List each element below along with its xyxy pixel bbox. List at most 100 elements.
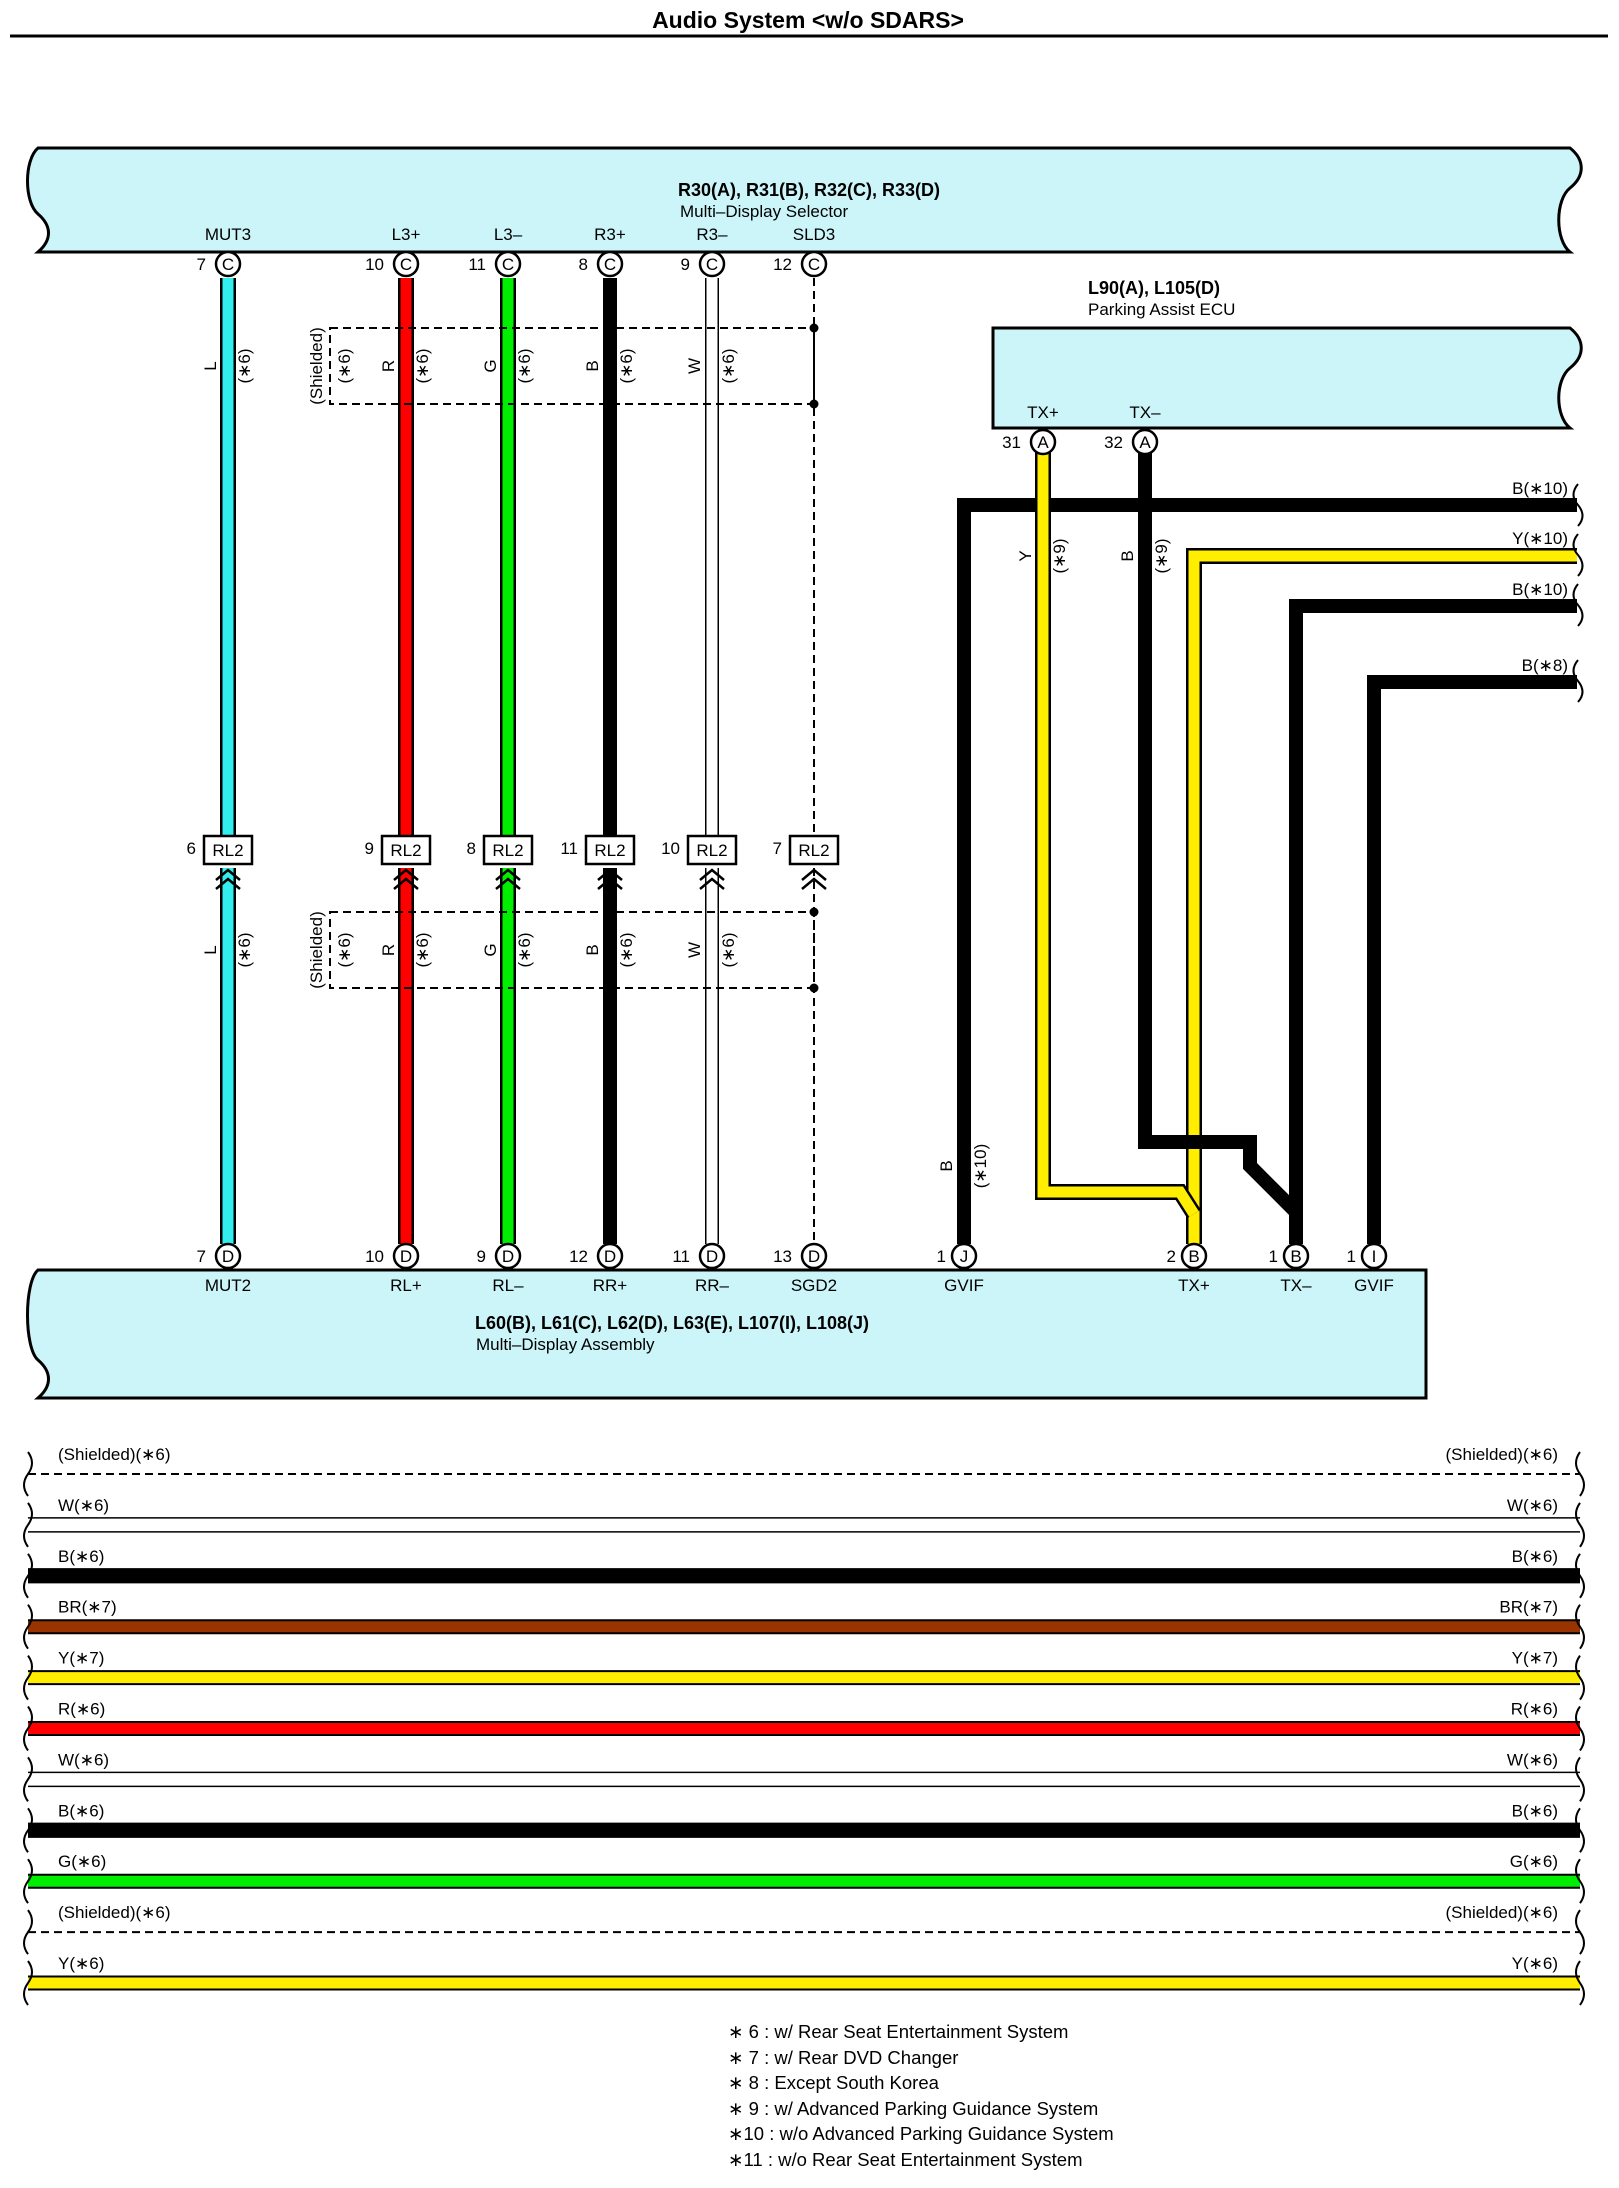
bottom-wire-7: W(∗6) W(∗6) bbox=[23, 1750, 1585, 1802]
bottom-wire-8: B(∗6) B(∗6) bbox=[23, 1801, 1585, 1853]
pin-label-r3-plus: R3+ bbox=[594, 225, 626, 244]
bottom-wire-9: G(∗6)G(∗6) bbox=[23, 1852, 1585, 1904]
pin-num: 9 bbox=[477, 1247, 486, 1266]
note-w-lower: (∗6) bbox=[719, 932, 738, 967]
pin-num: 7 bbox=[197, 255, 206, 274]
break-mark-left bbox=[23, 1451, 33, 1497]
bottom-wire-3: B(∗6)B(∗6) bbox=[23, 1547, 1585, 1599]
label-y-ecu: Y bbox=[1016, 550, 1035, 561]
pin-num: 13 bbox=[773, 1247, 792, 1266]
pin-num: 1 bbox=[1269, 1247, 1278, 1266]
pin-conn: I bbox=[1372, 1247, 1377, 1266]
wire-label-right: (Shielded)(∗6) bbox=[1445, 1903, 1558, 1922]
wire-label-left: B(∗6) bbox=[58, 1801, 104, 1820]
pin-label-tx-plus: TX+ bbox=[1178, 1276, 1210, 1295]
break-mark-right bbox=[1575, 1858, 1585, 1904]
pin-label-mut2: MUT2 bbox=[205, 1276, 251, 1295]
note-r-upper: (∗6) bbox=[413, 348, 432, 383]
note-b-ecu: (∗9) bbox=[1152, 538, 1171, 573]
wire-label-left: G(∗6) bbox=[58, 1852, 106, 1871]
pin-conn: B bbox=[1188, 1247, 1199, 1266]
break-mark-left bbox=[23, 1553, 33, 1599]
wire-label-left: (Shielded)(∗6) bbox=[58, 1903, 171, 1922]
break-mark-left bbox=[23, 1655, 33, 1701]
wire-label-right: W(∗6) bbox=[1507, 1750, 1558, 1769]
break-mark-right bbox=[1575, 1960, 1585, 2006]
parking-assist-ecu: L90(A), L105(D) Parking Assist ECU TX+ T… bbox=[991, 278, 1583, 430]
bottom-wire-list: (Shielded)(∗6)(Shielded)(∗6)W(∗6)W(∗6)B(… bbox=[23, 1445, 1585, 2006]
pin-num: 7 bbox=[197, 1247, 206, 1266]
footnote-9: ∗ 9 : w/ Advanced Parking Guidance Syste… bbox=[728, 2098, 1098, 2119]
pin-label-rl-plus: RL+ bbox=[390, 1276, 422, 1295]
right-wires: Y (∗9) B (∗9) B (∗10) B(∗10) Y(∗10) B(∗1… bbox=[937, 452, 1584, 1244]
junction-num: 9 bbox=[365, 839, 374, 858]
label-r-upper: R bbox=[379, 360, 398, 372]
break-mark-right bbox=[1575, 1604, 1585, 1650]
break-mark-left bbox=[23, 1756, 33, 1802]
label-l-upper: L bbox=[201, 361, 220, 370]
break-mark-left bbox=[23, 1909, 33, 1955]
label-b-lower: B bbox=[583, 944, 602, 955]
selector-pins: 7 C 10 C 11 C 8 C 9 C 12 C bbox=[197, 250, 828, 278]
pin-num: 10 bbox=[365, 255, 384, 274]
wire-ecu-txplus bbox=[1037, 452, 1199, 1217]
bottom-wire-5: Y(∗7)Y(∗7) bbox=[23, 1649, 1585, 1701]
label-b-gvif: B bbox=[937, 1160, 956, 1171]
wire-label-right: W(∗6) bbox=[1507, 1496, 1558, 1515]
pin-conn: J bbox=[960, 1247, 969, 1266]
wire-b8-gvif-i bbox=[1367, 675, 1577, 1244]
junction-rl2-6: 6 RL2 bbox=[187, 834, 254, 890]
label-g-lower: G bbox=[481, 943, 500, 956]
wire-label-right: B(∗6) bbox=[1512, 1801, 1558, 1820]
footnote-10: ∗10 : w/o Advanced Parking Guidance Syst… bbox=[728, 2123, 1114, 2144]
note-w-upper: (∗6) bbox=[719, 348, 738, 383]
footnote-11: ∗11 : w/o Rear Seat Entertainment System bbox=[728, 2149, 1082, 2170]
junction-rl2-8: 8 RL2 bbox=[467, 834, 534, 890]
label-g-upper: G bbox=[481, 359, 500, 372]
bottom-wire-1: (Shielded)(∗6)(Shielded)(∗6) bbox=[23, 1445, 1585, 1497]
note-shield-lower: (∗6) bbox=[335, 932, 354, 967]
pin-conn: D bbox=[706, 1247, 718, 1266]
pin-conn: D bbox=[502, 1247, 514, 1266]
wire-y10 bbox=[1188, 550, 1577, 1244]
label-w-lower: W bbox=[685, 942, 704, 958]
pin-conn: D bbox=[222, 1247, 234, 1266]
junction-label: RL2 bbox=[594, 841, 625, 860]
junction-label: RL2 bbox=[390, 841, 421, 860]
note-b-lower: (∗6) bbox=[617, 932, 636, 967]
wire-label-left: W(∗6) bbox=[58, 1750, 109, 1769]
break-mark-right bbox=[1575, 1705, 1585, 1752]
shield-label-lower: (Shielded) bbox=[307, 911, 326, 989]
assembly-name: Multi–Display Assembly bbox=[476, 1335, 655, 1354]
break-mark-right bbox=[1575, 1451, 1585, 1497]
pin-conn: C bbox=[400, 255, 412, 274]
break-mark-right bbox=[1575, 1807, 1585, 1853]
pin-conn: C bbox=[222, 255, 234, 274]
break-mark-left bbox=[23, 1502, 33, 1548]
break-mark-right bbox=[1575, 1553, 1585, 1599]
pin-label-gvif-i: GVIF bbox=[1354, 1276, 1394, 1295]
footnote-8: ∗ 8 : Except South Korea bbox=[728, 2072, 940, 2093]
label-b-ecu: B bbox=[1118, 550, 1137, 561]
wire-ecu-txminus bbox=[1138, 452, 1301, 1217]
bottom-wire-2: W(∗6)W(∗6) bbox=[23, 1496, 1585, 1548]
ecu-code: L90(A), L105(D) bbox=[1088, 278, 1220, 298]
break-mark-left bbox=[23, 1960, 33, 2006]
pin-label-l3-plus: L3+ bbox=[392, 225, 421, 244]
pin-num: 8 bbox=[579, 255, 588, 274]
footnote-6: ∗ 6 : w/ Rear Seat Entertainment System bbox=[728, 2021, 1068, 2042]
pin-conn: C bbox=[706, 255, 718, 274]
note-b-upper: (∗6) bbox=[617, 348, 636, 383]
wire-label-right: (Shielded)(∗6) bbox=[1445, 1445, 1558, 1464]
note-g-upper: (∗6) bbox=[515, 348, 534, 383]
junction-label: RL2 bbox=[696, 841, 727, 860]
label-r-lower: R bbox=[379, 944, 398, 956]
wire-label-right: B(∗6) bbox=[1512, 1547, 1558, 1566]
pin-conn: D bbox=[400, 1247, 412, 1266]
selector-name: Multi–Display Selector bbox=[680, 202, 849, 221]
note-l-upper: (∗6) bbox=[235, 348, 254, 383]
right-wire-label-2: Y(∗10) bbox=[1512, 529, 1568, 548]
pin-conn: A bbox=[1139, 433, 1151, 452]
right-wire-label-3: B(∗10) bbox=[1512, 580, 1568, 599]
selector-code: R30(A), R31(B), R32(C), R33(D) bbox=[678, 180, 940, 200]
